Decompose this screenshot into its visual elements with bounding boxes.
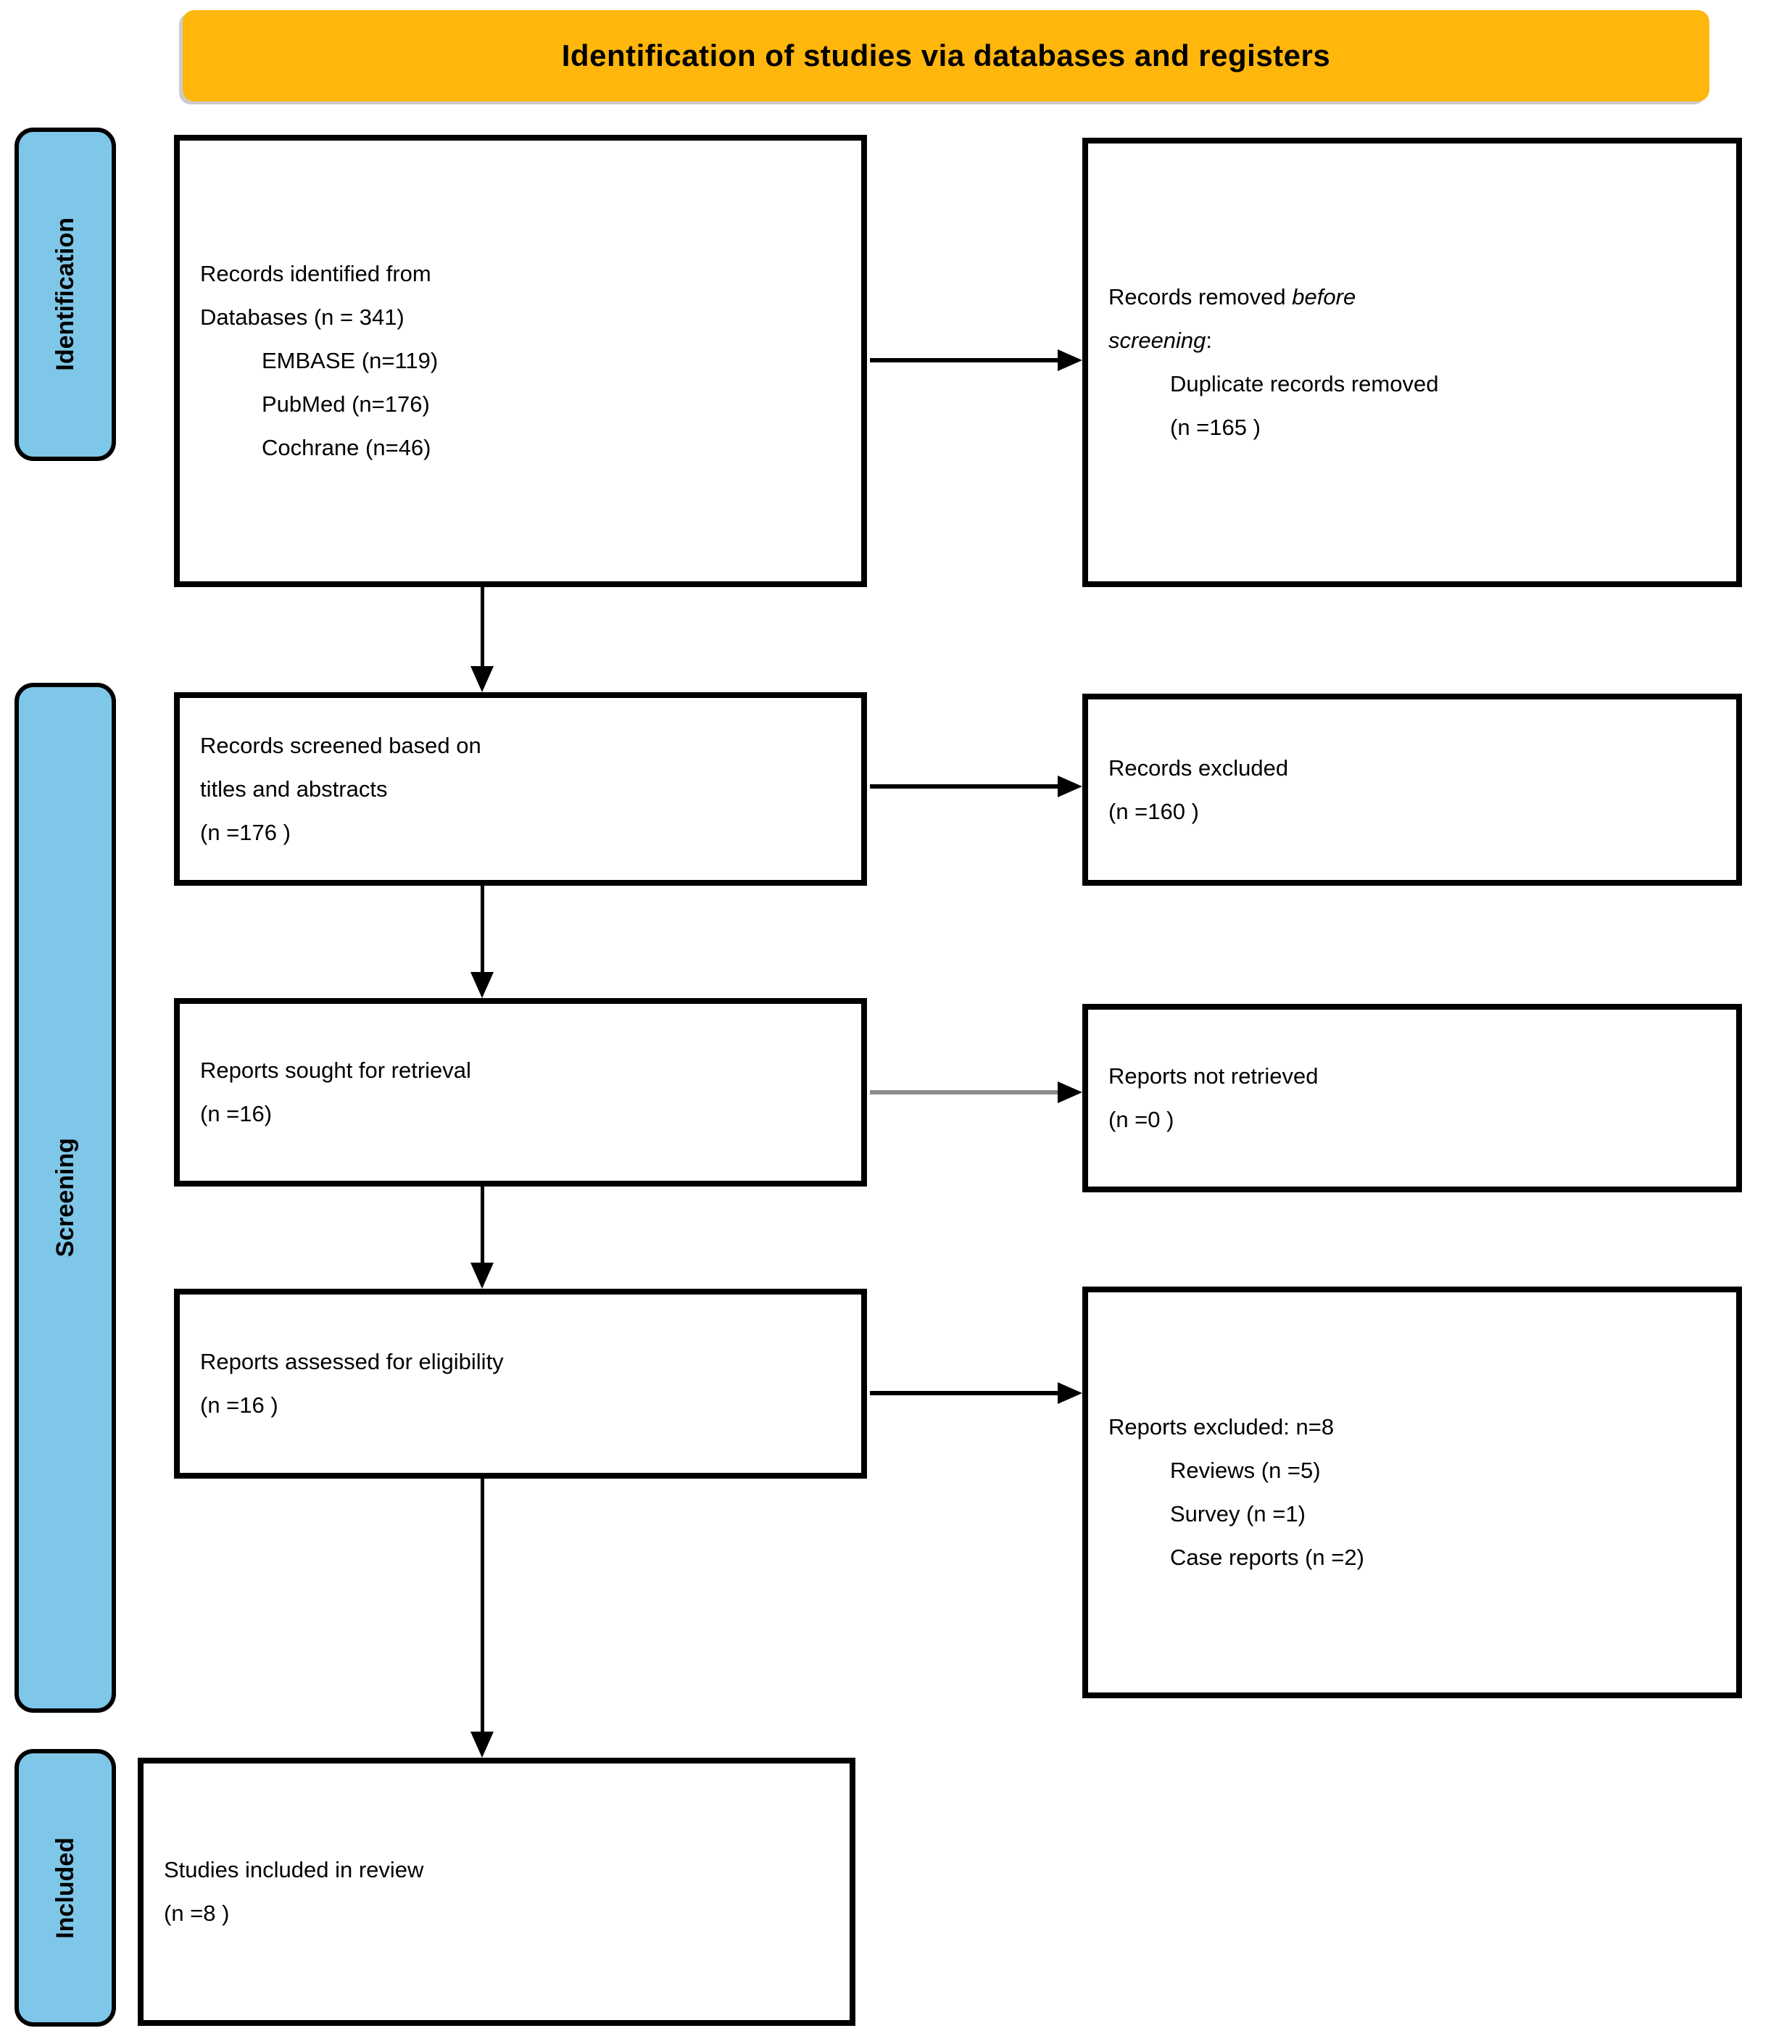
arrow-head-icon [470,972,494,998]
text-line: Reports sought for retrieval [200,1058,471,1083]
text-line: Reports excluded: n=8 [1108,1414,1335,1439]
arrow-head-icon [470,666,494,692]
box-reports-sought: Reports sought for retrieval (n =16) [174,998,867,1187]
arrow-shaft [870,358,1058,362]
arrow-shaft [481,587,484,668]
arrow-shaft [870,784,1058,789]
stage-identification-label: Identification [51,217,79,371]
arrow-head-icon [1058,1081,1082,1103]
box-studies-included: Studies included in review (n =8 ) [138,1758,855,2026]
box-reports-not-retrieved: Reports not retrieved (n =0 ) [1082,1004,1742,1192]
arrow-shaft [870,1090,1058,1094]
right-arrow-screened-to-excluded [870,776,1082,797]
stage-included: Included [14,1749,116,2027]
box-records-identified: Records identified from Databases (n = 3… [174,135,867,587]
box-reports-excluded: Reports excluded: n=8 Reviews (n =5) Sur… [1082,1287,1742,1698]
text-line: Reports assessed for eligibility [200,1349,504,1374]
stage-identification: Identification [14,128,116,461]
text-line: Reports not retrieved [1108,1063,1319,1089]
text-segment: Records removed [1108,284,1293,309]
stage-included-label: Included [51,1837,79,1939]
banner-title: Identification of studies via databases … [561,38,1331,72]
arrow-head-icon [470,1732,494,1758]
text-line: (n =160 ) [1108,798,1199,824]
stage-screening-label: Screening [51,1138,79,1258]
text-line: (n =16 ) [200,1392,278,1418]
text-line: (n =165 ) [1170,415,1261,440]
text-line: Cochrane (n=46) [262,435,431,460]
text-line: Records removed before [1108,275,1729,319]
banner: Identification of studies via databases … [183,10,1709,101]
text-line: Records screened based on [200,732,481,758]
text-line: Duplicate records removed [1170,371,1439,396]
text-line: EMBASE (n=119) [262,348,439,373]
text-line: (n =16) [200,1101,273,1126]
text-segment-italic: before [1292,284,1356,309]
stage-screening: Screening [14,683,116,1713]
right-arrow-identified-to-removed [870,349,1082,371]
arrow-head-icon [1058,1382,1082,1404]
text-line: Studies included in review [164,1857,424,1882]
arrow-head-icon [470,1263,494,1289]
text-line: (n =176 ) [200,819,291,845]
text-line: (n =0 ) [1108,1107,1174,1132]
box-records-removed: Records removed before screening: Duplic… [1082,138,1742,587]
box-records-screened: Records screened based on titles and abs… [174,692,867,886]
text-line: Case reports (n =2) [1170,1545,1364,1570]
arrow-shaft [481,1479,484,1734]
text-line: Reviews (n =5) [1170,1458,1321,1483]
text-line: Records excluded [1108,755,1289,781]
arrow-shaft [870,1391,1058,1395]
arrow-head-icon [1058,349,1082,371]
text-segment: : [1206,328,1213,353]
text-line: PubMed (n=176) [262,391,430,417]
arrow-head-icon [1058,776,1082,797]
arrow-shaft [481,1187,484,1265]
arrow-shaft [481,886,484,974]
text-line: titles and abstracts [200,776,388,802]
text-line: screening: [1108,319,1729,362]
text-line: (n =8 ) [164,1900,230,1926]
text-line: Databases (n = 341) [200,304,405,330]
right-arrow-sought-to-not-retrieved [870,1081,1082,1103]
right-arrow-assessed-to-reports-excluded [870,1382,1082,1404]
text-line: Records identified from [200,261,431,286]
box-records-excluded: Records excluded (n =160 ) [1082,694,1742,886]
text-segment-italic: screening [1108,328,1206,353]
box-reports-assessed: Reports assessed for eligibility (n =16 … [174,1289,867,1479]
text-line: Survey (n =1) [1170,1501,1306,1526]
